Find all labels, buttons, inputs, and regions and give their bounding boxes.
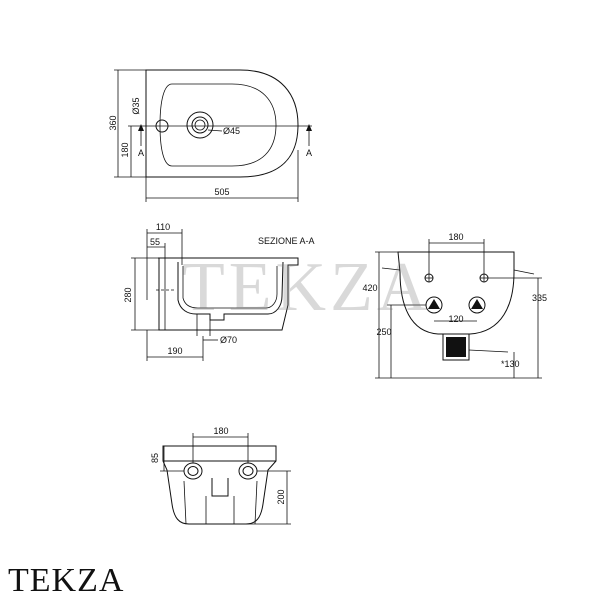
front-inner-right: [254, 480, 258, 525]
dim-250-label: 250: [376, 327, 391, 337]
waste-leader: [468, 349, 509, 353]
back-view-rim: [513, 269, 535, 275]
section-mark-left: A: [138, 148, 144, 158]
section-arrow-right: [306, 124, 312, 131]
front-view-outline: [162, 445, 277, 525]
dim-55-label: 55: [150, 237, 160, 247]
dim-bolts-front-label: 180: [213, 426, 228, 436]
dim-200-label: 200: [276, 489, 286, 504]
dim-420-label: 420: [362, 283, 377, 293]
front-inner-left: [183, 480, 187, 525]
dim-505-label: 505: [214, 187, 229, 197]
back-view-outline: [397, 251, 515, 335]
tap-hole: [155, 119, 169, 133]
drain-outer: [186, 111, 214, 139]
section-title: SEZIONE A-A: [258, 236, 315, 246]
waste-pipe-square: [446, 337, 466, 357]
supply-right: [468, 296, 486, 314]
back-view: 180 420 335 250 120 *130: [362, 232, 547, 379]
top-view-outline: [145, 69, 299, 178]
dim-360-label: 360: [108, 115, 118, 130]
dim-190-label: 190: [167, 346, 182, 356]
section-mark-right: A: [306, 148, 312, 158]
section-outer-profile: [158, 257, 299, 331]
front-waste-outlet: [211, 478, 229, 497]
drain-leader: [207, 129, 223, 132]
top-view: 360 180 Ø35 Ø45 505 A A: [108, 69, 312, 202]
dim-335-label: 335: [532, 293, 547, 303]
dim-tap-hole-label: Ø35: [131, 97, 141, 114]
dim-85-label: 85: [150, 453, 160, 463]
waste-pipe-frame: [442, 333, 470, 361]
dim-280-label: 280: [123, 287, 133, 302]
dim-waste-label: Ø70: [220, 335, 237, 345]
supply-right-triangle: [471, 299, 483, 309]
drain-mid: [191, 116, 209, 134]
dim-supply-label: 120: [448, 314, 463, 324]
section-bowl-inner: [182, 266, 278, 309]
front-view: 180 85 200: [150, 426, 291, 525]
back-view-rim-left: [381, 267, 401, 271]
dim-130-label: *130: [501, 359, 520, 369]
section-arrow-left: [138, 124, 144, 131]
front-bolt-left: [183, 462, 203, 480]
front-bolt-right-inner: [242, 466, 254, 476]
section-bowl-profile: [177, 261, 284, 321]
brand-logo-text: TEKZA: [8, 562, 125, 599]
section-view: SEZIONE A-A 110 55 280 190 Ø70: [123, 222, 315, 361]
dim-180-label: 180: [120, 142, 130, 157]
drain-inner: [194, 119, 206, 131]
supply-left-triangle: [428, 299, 440, 309]
front-bolt-left-inner: [187, 466, 199, 476]
dim-bolts-back-label: 180: [448, 232, 463, 242]
dim-drain-label: Ø45: [223, 126, 240, 136]
watermark: TEKZA: [182, 249, 432, 326]
dim-110-label: 110: [156, 222, 170, 232]
top-view-bowl: [159, 83, 277, 167]
front-bolt-right: [238, 462, 258, 480]
